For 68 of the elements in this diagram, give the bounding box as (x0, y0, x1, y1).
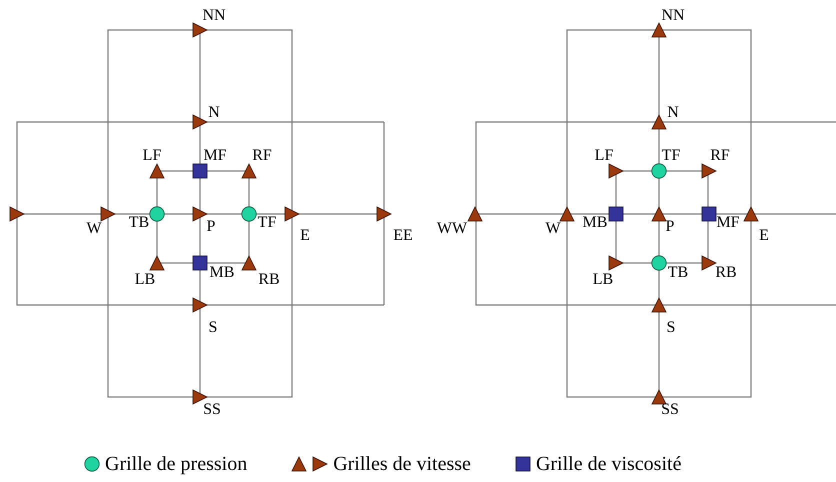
legend-label: Grille de viscosité (536, 454, 682, 474)
velocity-triangle (376, 206, 392, 222)
velocity-triangle (559, 206, 575, 222)
velocity-triangle (9, 206, 25, 222)
point-label: TB (128, 215, 150, 231)
velocity-triangle (743, 206, 759, 222)
pressure-circle (149, 206, 165, 222)
velocity-triangle (192, 22, 208, 38)
velocity-triangle (192, 114, 208, 130)
point-label: MB (582, 215, 608, 231)
point-label: LB (134, 272, 156, 288)
point-label: S (666, 320, 676, 336)
velocity-triangle (651, 389, 667, 405)
velocity-triangle (241, 163, 257, 179)
point-label: NN (661, 8, 685, 24)
point-label: NN (202, 8, 226, 24)
velocity-triangle (651, 206, 667, 222)
velocity-triangle (149, 255, 165, 271)
velocity-triangle (192, 206, 208, 222)
point-label: LB (592, 272, 614, 288)
pressure-circle (651, 255, 667, 271)
viscosity-square (192, 255, 208, 271)
point-label: LF (142, 148, 162, 164)
velocity-triangle (608, 255, 624, 271)
viscosity-square (608, 206, 624, 222)
point-label: W (86, 221, 102, 237)
point-label: LF (594, 148, 614, 164)
velocity-triangle (241, 255, 257, 271)
point-label: SS (203, 402, 221, 418)
point-label: RF (252, 148, 272, 164)
point-label: MB (210, 265, 234, 281)
pressure-circle (651, 163, 667, 179)
point-label: SS (661, 402, 679, 418)
point-label: TB (668, 265, 688, 281)
point-label: TF (662, 148, 680, 164)
velocity-triangle (192, 297, 208, 313)
velocity-triangle (701, 163, 717, 179)
point-label: N (667, 105, 679, 121)
pressure-circle (241, 206, 257, 222)
velocity-triangle (284, 206, 300, 222)
point-label: E (300, 228, 310, 244)
point-label: TF (258, 215, 276, 231)
point-label: RF (710, 148, 730, 164)
point-label: P (666, 219, 674, 235)
point-label: W (545, 221, 561, 237)
legend-label: Grilles de vitesse (333, 454, 471, 474)
legend-label: Grille de pression (105, 454, 248, 474)
point-label: RB (258, 272, 280, 288)
velocity-triangle (149, 163, 165, 179)
velocity-triangle (467, 206, 483, 222)
point-label: N (208, 105, 220, 121)
point-label: MF (203, 148, 227, 164)
velocity-triangle (100, 206, 116, 222)
velocity-triangle (651, 114, 667, 130)
velocity-triangle (651, 297, 667, 313)
velocity-triangle (651, 22, 667, 38)
point-label: P (206, 219, 216, 235)
point-label: MF (716, 215, 740, 231)
point-label: E (759, 228, 769, 244)
velocity-triangle (701, 255, 717, 271)
velocity-triangle (192, 389, 208, 405)
velocity-triangle (608, 163, 624, 179)
viscosity-square (192, 163, 208, 179)
point-label: RB (715, 265, 737, 281)
point-label: S (208, 320, 218, 336)
viscosity-square (701, 206, 717, 222)
point-label: EE (393, 228, 413, 244)
point-label: WW (436, 221, 468, 237)
